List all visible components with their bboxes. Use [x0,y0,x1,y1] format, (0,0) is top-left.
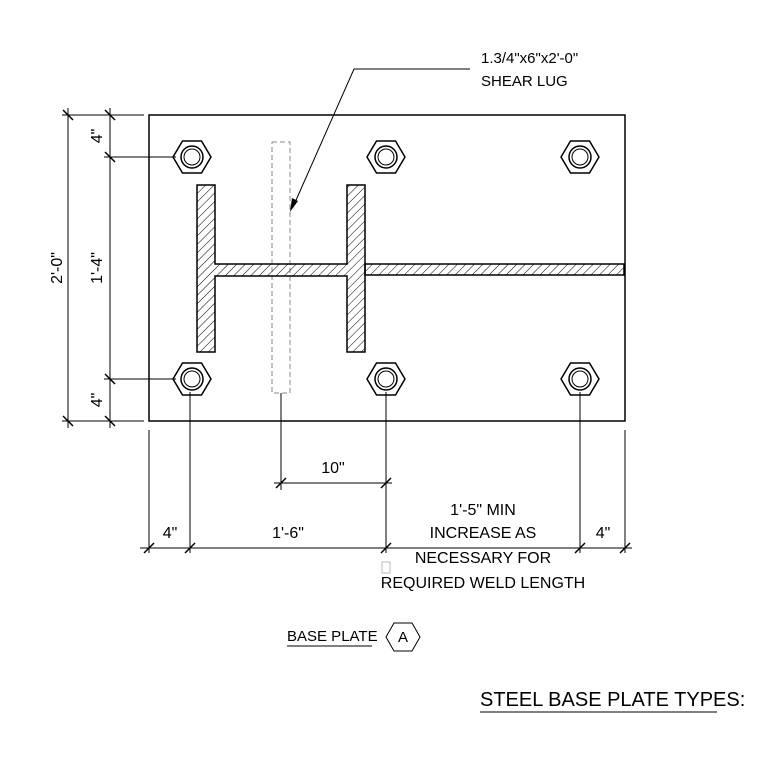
dim-bolt-spacing: 1'-6" [272,525,304,542]
dim-overall-height: 2'-0" [49,252,66,284]
dim-lug-offset: 10" [321,460,344,477]
anchor-bolt-top-left [172,140,212,174]
dim-bottom-edge: 4" [89,393,106,408]
callout-tag: A [398,629,408,646]
bottom-extension-lines [148,392,626,553]
dim-lug-offset-line [274,477,392,489]
dim-left-edge: 4" [163,525,178,542]
base-plate-outline [148,114,626,422]
shear-lug-label-line2: SHEAR LUG [481,73,568,90]
anchor-bolt-bottom-right [560,362,600,396]
dim-inner-height: 1'-4" [89,252,106,284]
weld-note-line1: 1'-5" MIN [450,502,516,519]
anchor-bolt-bottom-left [172,362,212,396]
weld-note-line2: INCREASE AS [430,525,537,542]
stiffener-plate [364,263,625,276]
weld-note-line3: NECESSARY FOR [415,550,551,567]
callout-label: BASE PLATE [287,628,378,645]
shear-lug-leader [292,68,470,208]
drawing-title: STEEL BASE PLATE TYPES: [480,689,745,711]
left-dimension-lines [62,108,176,428]
dim-bottom-line [140,542,632,554]
weld-note-line4: REQUIRED WELD LENGTH [381,575,585,592]
anchor-bolt-bottom-middle [366,362,406,396]
dim-right-edge: 4" [596,525,611,542]
anchor-bolt-top-right [560,140,600,174]
callout-tag-hexagon [385,622,421,652]
anchor-bolt-top-middle [366,140,406,174]
dim-top-edge: 4" [89,129,106,144]
column-h-section [196,184,366,353]
shear-lug-label-line1: 1.3/4"x6"x2'-0" [481,50,578,67]
weld-note-marker [381,561,391,574]
shear-lug-leader-arrow [290,198,298,212]
